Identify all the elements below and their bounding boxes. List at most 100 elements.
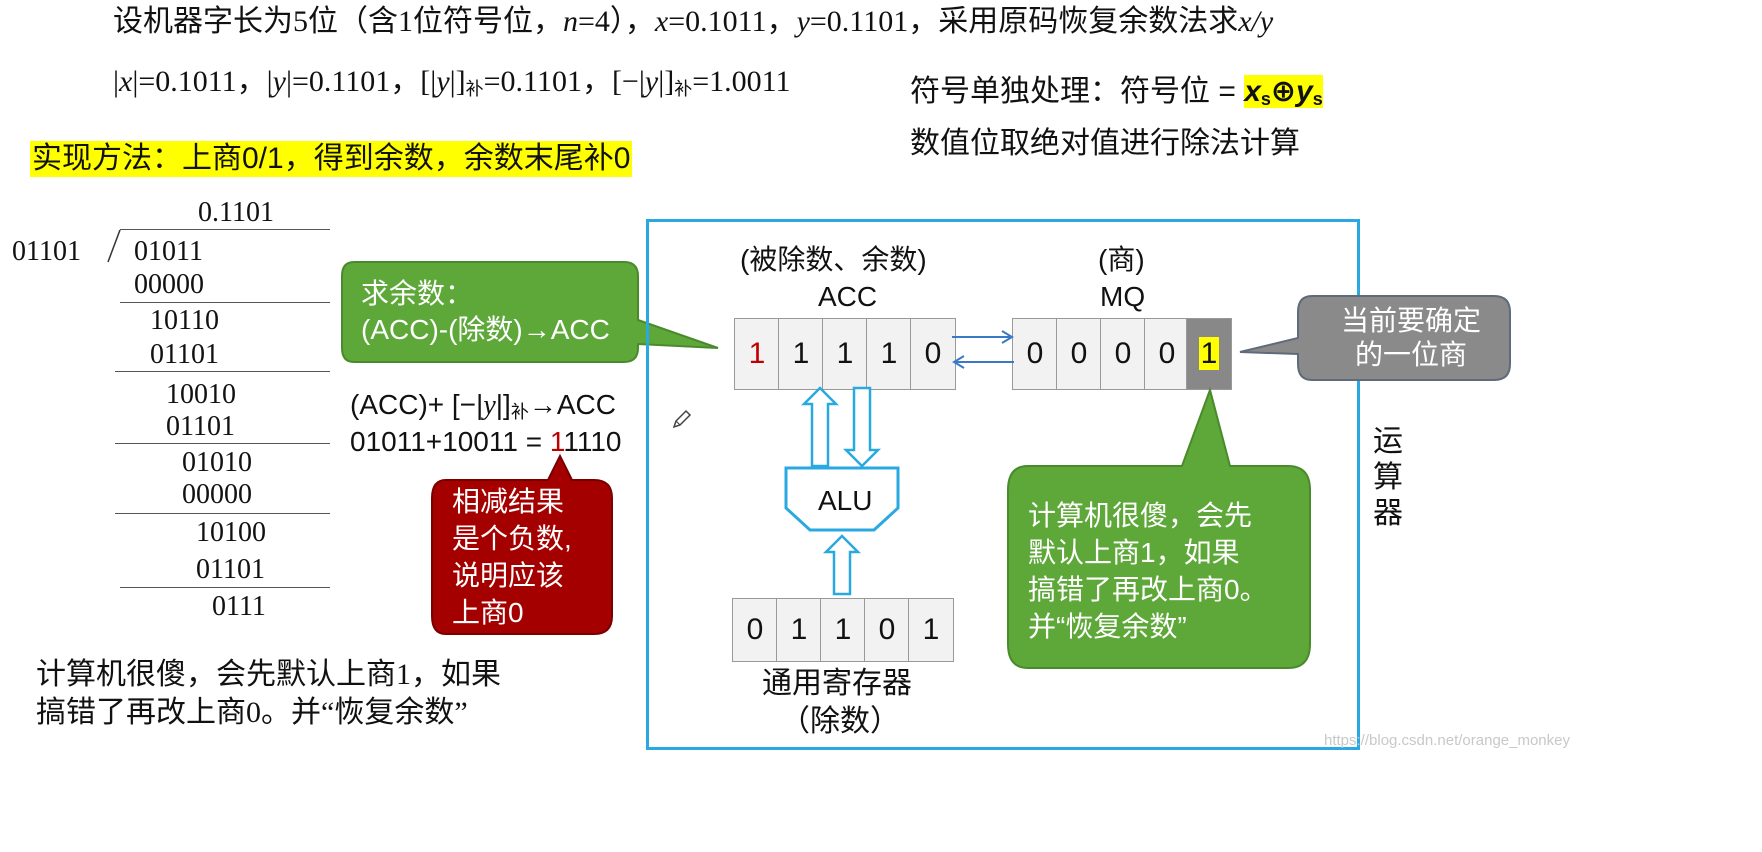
register-alu-arrow xyxy=(822,534,862,596)
formula-var: y xyxy=(483,390,496,421)
divisor: 01101 xyxy=(12,236,81,267)
operand-var: y xyxy=(272,65,286,98)
division-row: 01101 xyxy=(150,339,219,370)
division-row: 01010 xyxy=(182,447,252,478)
sign-note-line1: 符号单独处理：符号位 = xs⊕ys xyxy=(910,74,1323,117)
register-bit: 0 xyxy=(864,598,910,662)
register-bit: 1 xyxy=(908,598,954,662)
operand-text: |=0.1011，| xyxy=(132,65,273,98)
mq-bit: 0 xyxy=(1056,318,1102,390)
bottom-note-line: 搞错了再改上商0。并“恢复余数” xyxy=(36,696,468,729)
arithmetic-unit-box xyxy=(646,219,1360,750)
callout-negative-text: 相减结果 是个负数, 说明应该 上商0 xyxy=(452,483,572,631)
alu-block xyxy=(784,466,900,532)
callout-line: 当前要确定 xyxy=(1340,305,1481,336)
problem-var-x: x xyxy=(654,5,669,38)
problem-text: 设机器字长为5位（含1位符号位， xyxy=(113,5,563,38)
operand-subscript: 补 xyxy=(674,79,693,99)
division-row: 0111 xyxy=(212,591,266,622)
callout-current-bubble xyxy=(1239,295,1511,381)
callout-current-text: 当前要确定 的一位商 xyxy=(1326,304,1496,372)
acc-bit: 1 xyxy=(734,318,780,390)
register-caption: 通用寄存器 xyxy=(762,667,912,700)
division-bar xyxy=(120,229,330,230)
callout-remainder-text: 求余数： (ACC)-(除数)→ACC xyxy=(361,276,610,348)
problem-text: =4）， xyxy=(578,5,655,38)
division-row: 00000 xyxy=(134,269,204,300)
unit-label: 运算器 xyxy=(1373,425,1403,530)
register-bit: 1 xyxy=(820,598,866,662)
division-line xyxy=(120,302,330,303)
mq-current-bit: 1 xyxy=(1186,318,1232,390)
acc-bit-value: 1 xyxy=(748,337,766,370)
operand-var: y xyxy=(436,65,450,98)
pencil-icon xyxy=(672,409,692,429)
sign-formula: xs⊕ys xyxy=(1244,75,1323,109)
mq-bit: 0 xyxy=(1012,318,1058,390)
formula-text: |] xyxy=(495,389,511,420)
register-bit: 0 xyxy=(732,598,778,662)
division-line xyxy=(115,513,330,514)
callout-line: 是个负数, xyxy=(452,523,572,554)
problem-text: =0.1101，采用原码恢复余数法求 xyxy=(809,5,1239,38)
formula-sign-bit: 1 xyxy=(549,426,564,457)
operand-subscript: 补 xyxy=(465,79,484,99)
method-banner: 实现方法：上商0/1，得到余数，余数末尾补0 xyxy=(30,141,633,177)
problem-var-y: y xyxy=(796,5,810,38)
acc-caption: (被除数、余数) xyxy=(740,244,927,275)
formula-text: (ACC)+ [−| xyxy=(350,389,484,420)
mq-label: MQ xyxy=(1100,281,1146,312)
operand-text: |=0.1101，[| xyxy=(286,65,437,98)
operand-text: |] xyxy=(449,65,466,98)
problem-statement: 设机器字长为5位（含1位符号位，n=4），x=0.1011，y=0.1101，采… xyxy=(113,4,1273,40)
callout-line: 求余数： xyxy=(361,278,474,309)
mq-caption: (商) xyxy=(1098,244,1145,275)
division-row: 01011 xyxy=(134,236,203,267)
sign-var: y xyxy=(1296,75,1313,108)
callout-computer-bubble xyxy=(1007,386,1311,669)
operand-var: x xyxy=(119,65,133,98)
problem-var-xy: x/y xyxy=(1238,5,1274,38)
bottom-note: 计算机很傻，会先默认上商1，如果 搞错了再改上商0。并“恢复余数” xyxy=(36,656,501,732)
acc-alu-arrows xyxy=(800,386,882,468)
register-bit: 1 xyxy=(776,598,822,662)
acc-label: ACC xyxy=(818,281,878,312)
callout-computer-text: 计算机很傻，会先 默认上商1，如果 搞错了再改上商0。 并“恢复余数” xyxy=(1028,497,1268,645)
callout-line: 默认上商1，如果 xyxy=(1028,537,1240,568)
operand-text: |] xyxy=(658,65,675,98)
formula-subscript: 补 xyxy=(510,402,529,422)
callout-line: 计算机很傻，会先 xyxy=(1028,500,1253,531)
callout-line: 并“恢复余数” xyxy=(1028,611,1187,642)
operand-var: y xyxy=(644,65,659,98)
acc-bit: 1 xyxy=(778,318,824,390)
formula-line2: 01011+10011 = 11110 xyxy=(350,425,621,459)
shift-arrows xyxy=(952,330,1014,369)
operand-text: =0.1101，[−| xyxy=(483,65,645,98)
mq-bit: 0 xyxy=(1144,318,1190,390)
formula-line1: (ACC)+ [−|y|]补→ACC xyxy=(350,388,616,429)
division-bracket xyxy=(107,229,121,263)
mq-bit: 0 xyxy=(1100,318,1146,390)
formula-text: 1110 xyxy=(563,426,622,457)
division-row: 01101 xyxy=(166,411,235,442)
mq-current-bit-value: 1 xyxy=(1198,337,1220,370)
formula-text: 01011+10011 = xyxy=(350,426,550,457)
operand-text: =1.0011 xyxy=(692,65,791,98)
sign-note-text: 符号单独处理：符号位 = xyxy=(910,75,1245,108)
callout-line: 相减结果 xyxy=(452,486,565,517)
division-line xyxy=(115,443,330,444)
operand-values: |x|=0.1011，|y|=0.1101，[|y|]补=0.1101，[−|y… xyxy=(113,64,791,107)
callout-line: (ACC)-(除数)→ACC xyxy=(361,314,610,345)
division-row: 00000 xyxy=(182,479,252,510)
problem-var-n: n xyxy=(563,5,578,38)
callout-negative-bubble xyxy=(431,453,613,635)
division-line xyxy=(120,587,330,588)
acc-bit: 0 xyxy=(910,318,956,390)
register-subcaption: （除数） xyxy=(780,705,900,738)
division-line xyxy=(115,371,330,372)
callout-line: 的一位商 xyxy=(1354,339,1467,370)
alu-label: ALU xyxy=(818,485,873,516)
operand-text: | xyxy=(113,65,120,98)
formula-text: →ACC xyxy=(528,389,616,420)
sign-subscript: s xyxy=(1260,89,1271,109)
